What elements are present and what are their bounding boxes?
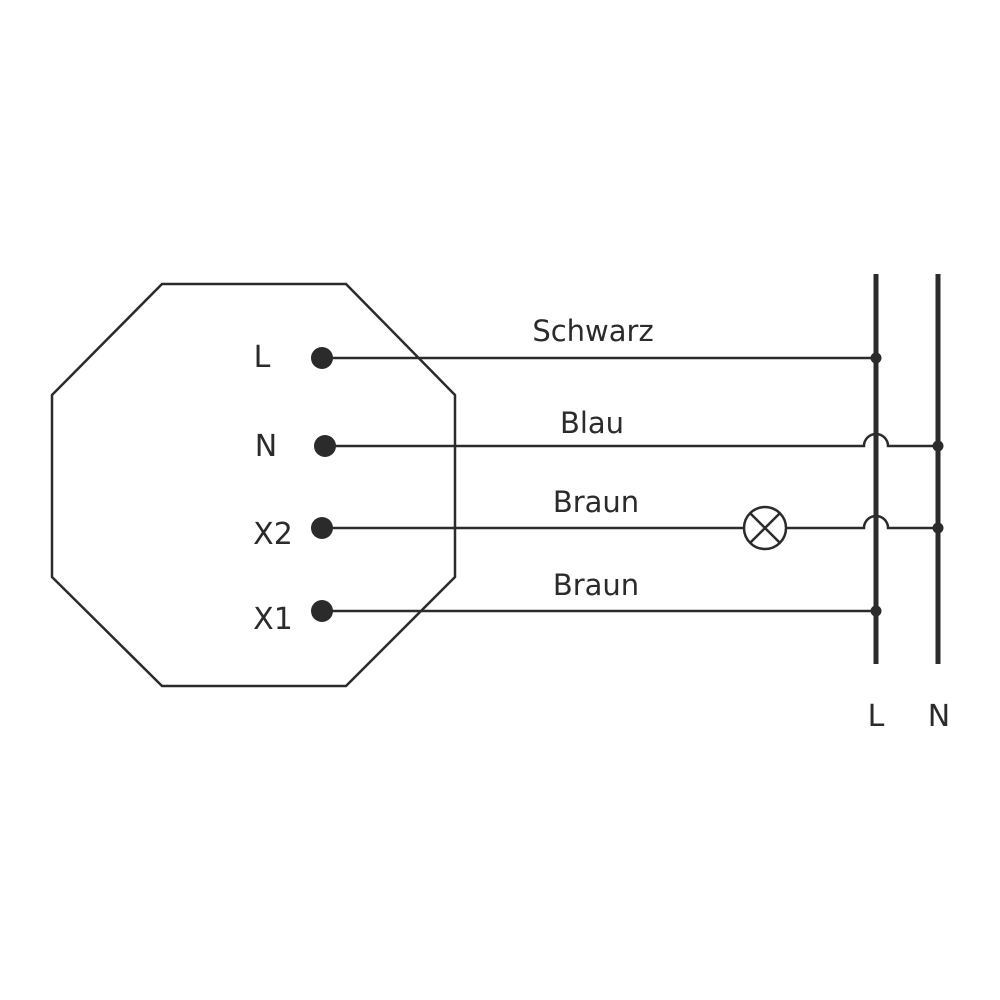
terminal-label-x2: X2 bbox=[253, 517, 293, 552]
terminal-label-l: L bbox=[254, 340, 271, 375]
terminal-label-n: N bbox=[255, 429, 277, 464]
wire-label-schwarz: Schwarz bbox=[532, 314, 653, 348]
terminal-label-x1: X1 bbox=[253, 602, 293, 637]
wire-blau bbox=[325, 432, 938, 448]
rail-label-n: N bbox=[928, 699, 950, 734]
wire-label-blau: Blau bbox=[560, 406, 624, 440]
lamp-icon bbox=[742, 505, 788, 551]
module-housing bbox=[50, 282, 457, 688]
rail-label-l: L bbox=[868, 699, 885, 734]
wire-label-braun-lamp: Braun bbox=[553, 485, 639, 519]
wire-label-braun-x1: Braun bbox=[553, 568, 639, 602]
